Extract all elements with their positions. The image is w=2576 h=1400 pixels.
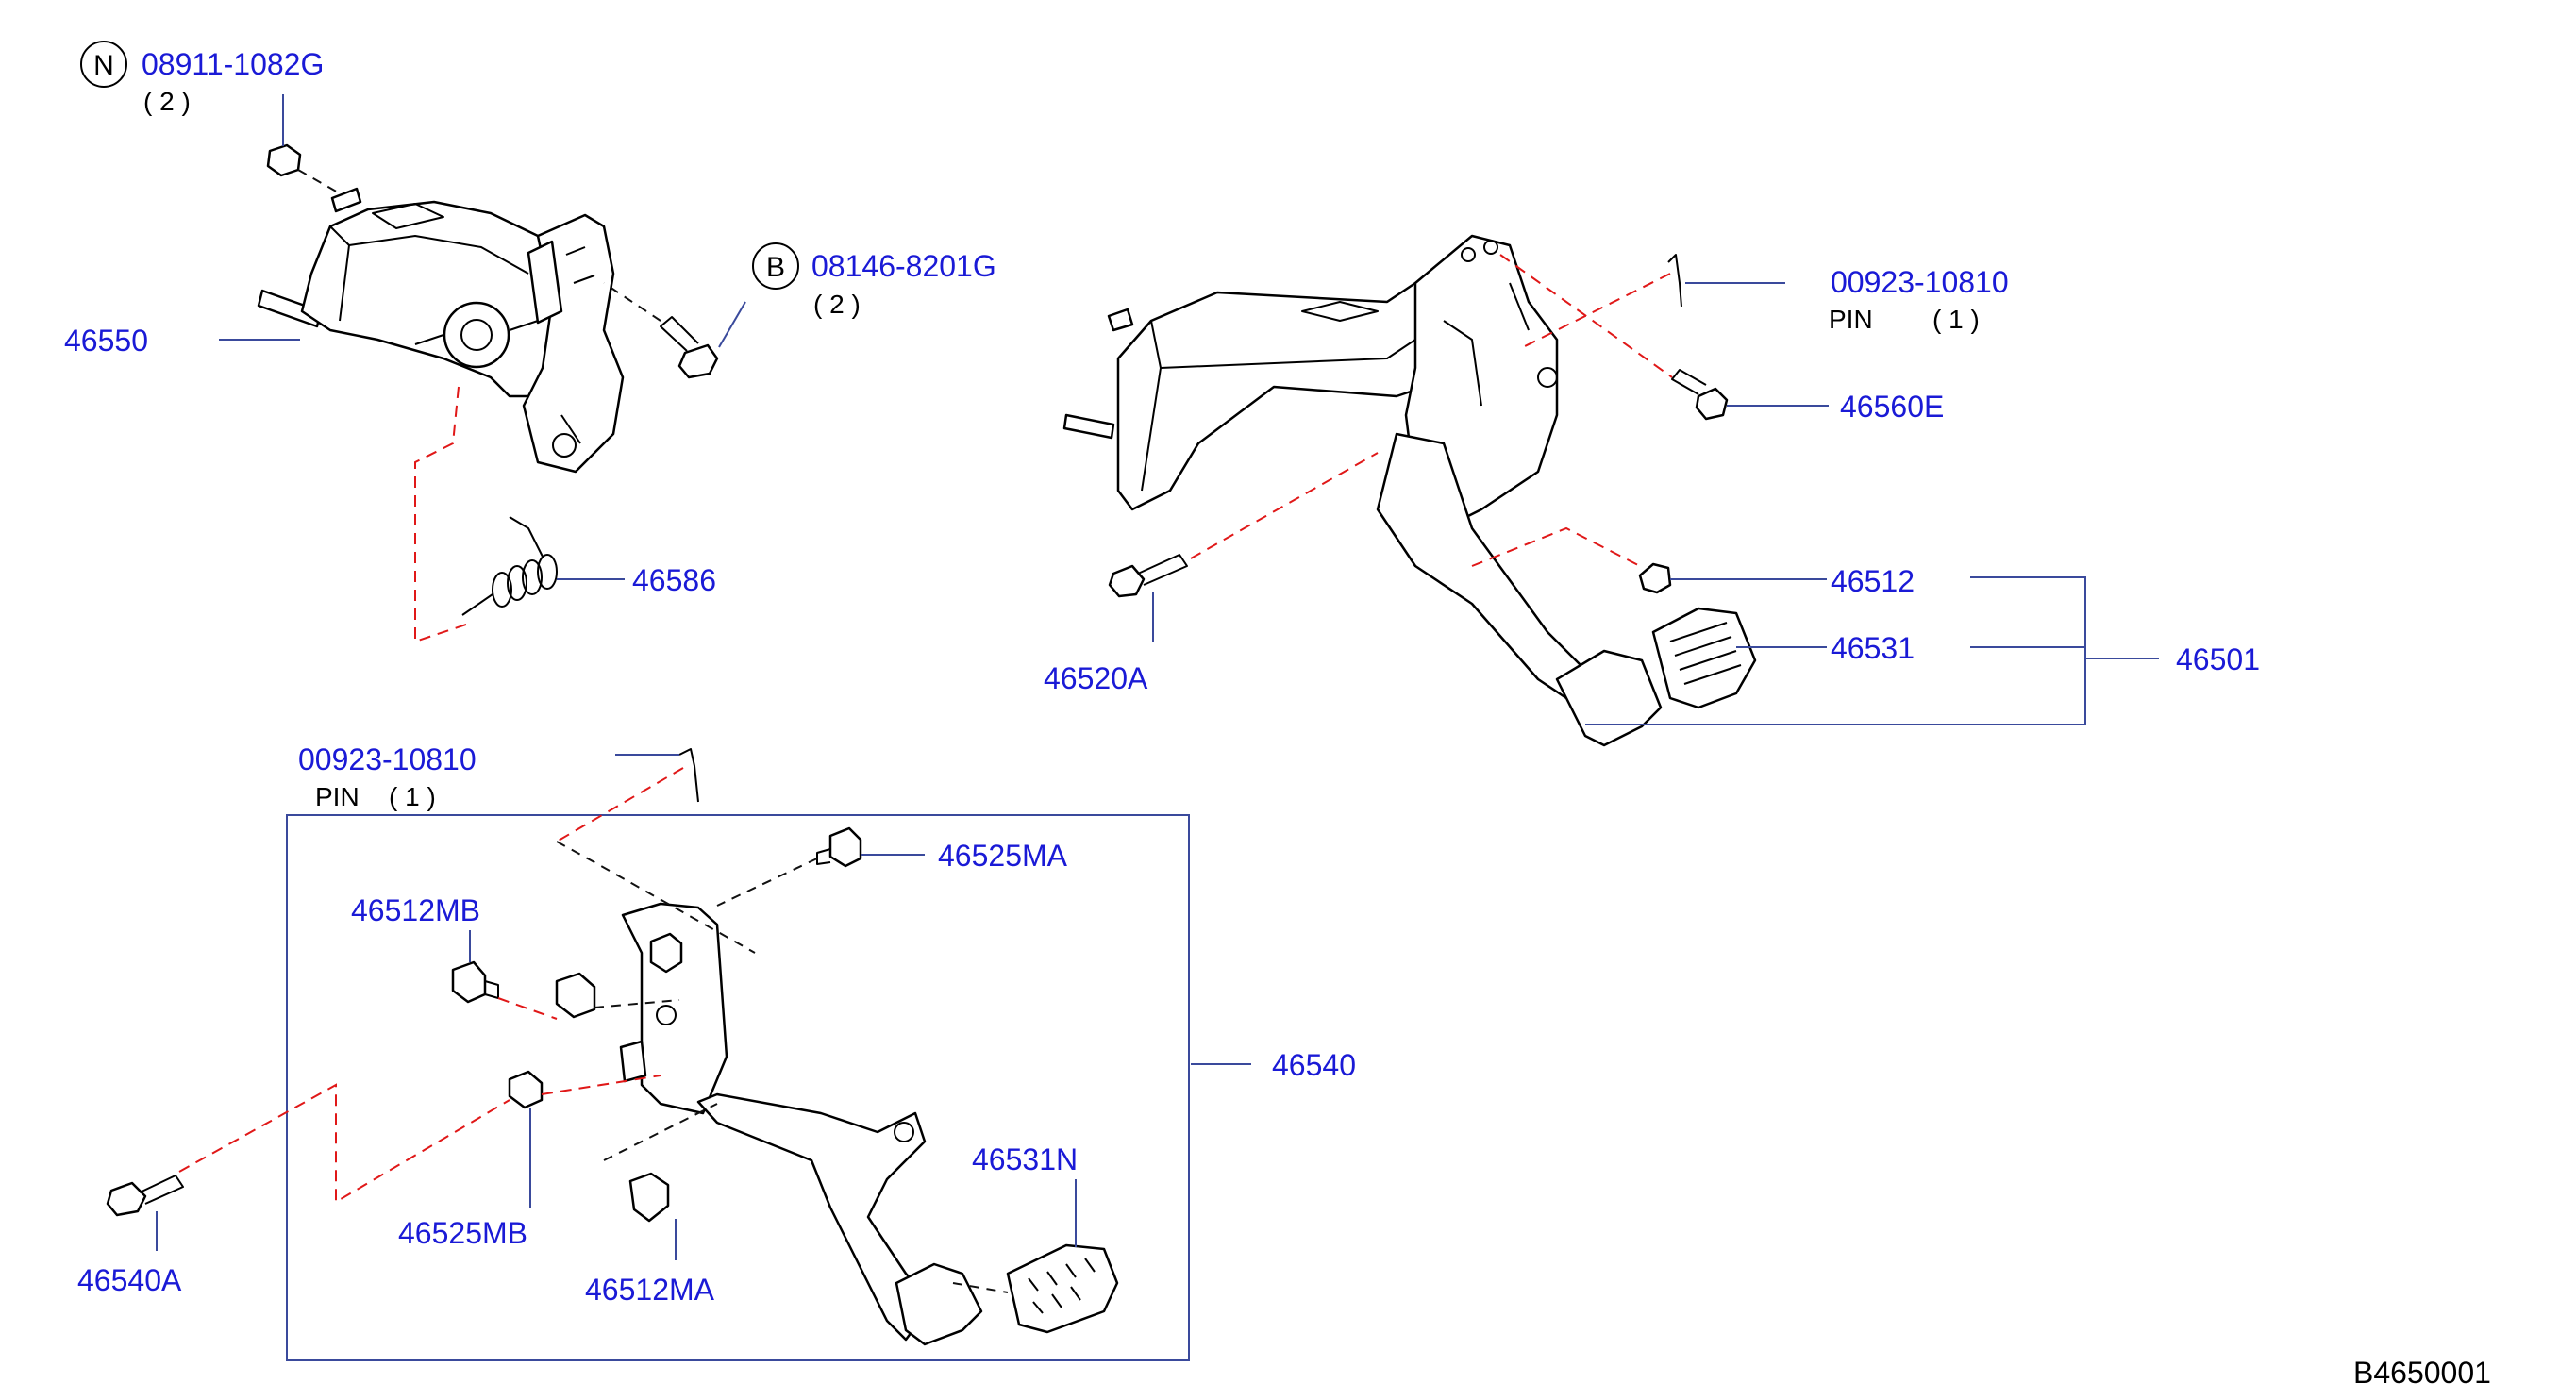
label-pin-lower-part-no: 00923-10810 [298,742,477,776]
label-46550: 46550 [64,324,148,358]
label-46512mb: 46512MB [351,893,480,927]
label-46531: 46531 [1831,631,1915,665]
bolt-46540a-drawing [106,1175,184,1217]
drawing-code: B4650001 [2353,1356,2491,1390]
clutch-pedal-frame [286,814,1190,1361]
pedal-assembly-46501-drawing [1062,234,1663,747]
label-pin-lower-name: PIN [315,782,360,811]
label-46525mb: 46525MB [398,1216,527,1250]
bolt-46520a-drawing [1108,554,1188,598]
spring-46586-drawing [461,516,558,616]
label-46512: 46512 [1831,564,1915,598]
stopper-46512mb-drawing [451,960,499,1004]
label-pin-top-qty: ( 1 ) [1932,305,1980,334]
label-46520a: 46520A [1044,661,1148,695]
nut-08911-drawing [266,143,341,194]
label-nut-qty: ( 2 ) [143,87,191,116]
label-46512ma: 46512MA [585,1273,715,1307]
label-pin-lower-qty: ( 1 ) [389,782,436,811]
pad-46531n-drawing [1006,1243,1119,1334]
bolt-46560e-drawing [1671,369,1729,421]
label-46501: 46501 [2176,642,2260,676]
bolt-08146-drawing [603,282,719,379]
label-bolt-qty: ( 2 ) [813,290,861,319]
nut-symbol-badge: N [80,41,127,88]
stopper-46512-drawing [1638,562,1672,594]
bracket-46550-drawing [257,187,625,474]
pad-46531-drawing [1651,607,1757,709]
label-46525ma: 46525MA [938,839,1068,873]
bolt-symbol-badge: B [752,242,799,290]
label-46560e: 46560E [1840,390,1944,424]
bushing-upper-drawing [555,972,596,1019]
label-pin-top-part-no: 00923-10810 [1831,265,2009,299]
label-46540: 46540 [1272,1048,1356,1082]
label-nut-part-no: 08911-1082G [142,47,324,81]
bushing-46525mb-drawing [508,1070,544,1109]
bolt-symbol-letter: B [766,252,785,283]
nut-symbol-letter: N [93,50,114,81]
label-bolt-part-no: 08146-8201G [811,249,996,283]
stopper-46512ma-drawing [628,1172,670,1223]
label-pin-top-name: PIN [1829,305,1873,334]
bushing-46525ma-drawing [816,826,862,868]
leader-lines [156,94,1829,1260]
label-46540a: 46540A [77,1263,182,1297]
label-46531n: 46531N [972,1142,1078,1176]
label-46586: 46586 [632,563,716,597]
